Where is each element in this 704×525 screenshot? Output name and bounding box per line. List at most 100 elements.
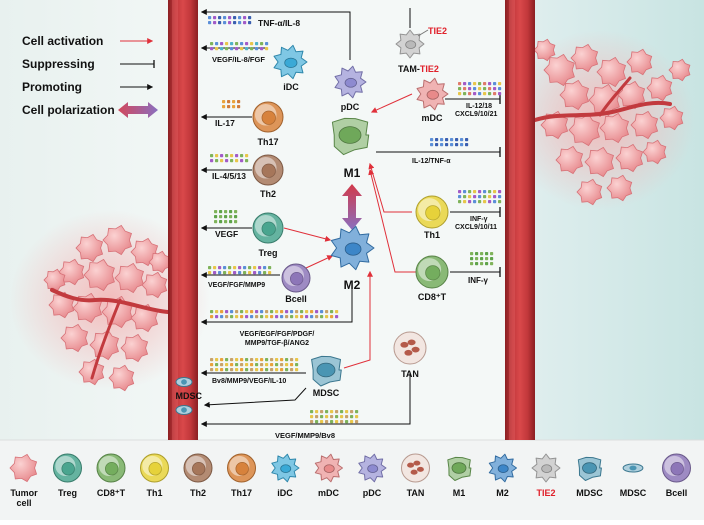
m1-cell-icon [331, 117, 370, 156]
cd8-factor-dots [470, 252, 494, 266]
vegf-factor-dots [214, 210, 238, 224]
tumor-cell-icon [102, 224, 132, 256]
legend-th2-label: Th2 [190, 488, 206, 498]
tumor-cell-icon [626, 48, 653, 76]
legend-mdsc-icon [577, 456, 602, 481]
il17-label: IL-17 [215, 118, 235, 128]
th2-cell-icon [252, 154, 284, 186]
th17-label: Th17 [257, 137, 278, 147]
th1-cell-icon [415, 195, 449, 229]
mdsc-label: MDSC [313, 388, 340, 398]
tumor-cell-icon [543, 53, 575, 87]
legend-suppressing-label: Suppressing [22, 57, 95, 71]
legend-mdc-icon [314, 453, 343, 483]
cd8-cell-icon [415, 255, 449, 289]
legend-tumor-icon [9, 453, 38, 483]
mdc-cell-icon [416, 77, 449, 111]
tumor-cell-icon [570, 43, 599, 73]
m1-m2-polarization-arrow-icon [342, 184, 362, 230]
legend-th17-label: Th17 [231, 488, 252, 498]
tumor-cell-icon [568, 113, 600, 147]
th17-cell-icon [252, 101, 284, 133]
tumor-cell-icon [141, 271, 168, 299]
inf-g-cd8-label: INF-γ [468, 276, 489, 285]
legend-th17-icon [227, 453, 256, 483]
vegf-label: VEGF [215, 229, 238, 239]
legend-tumor-label: Tumor [10, 488, 38, 498]
tan-factor-dots [310, 410, 359, 424]
bcell-cell-icon [281, 263, 311, 293]
tnf-il8-factor-dots [208, 16, 252, 25]
tumor-cell-icon [615, 143, 644, 173]
cxcl91011-label: CXCL9/10/11 [455, 224, 497, 231]
vegf-il8-fgf-label: VEGF/IL-8/FGF [212, 55, 265, 64]
tumor-cell-icon [148, 250, 171, 274]
tumor-cell-icon [606, 174, 633, 202]
blood-vessel-left [168, 0, 198, 440]
legend-th1-icon [140, 453, 169, 483]
legend-promoting-label: Promoting [22, 80, 82, 94]
mdsc-factor-dots [210, 358, 299, 372]
legend-mdsc-label: MDSC [576, 488, 603, 498]
mdc-factor-dots [458, 82, 502, 96]
il4513-factor-dots [210, 154, 249, 163]
legend-polarization-label: Cell polarization [22, 103, 115, 117]
legend-bcell-label: Bcell [666, 488, 688, 498]
idc-label: iDC [283, 82, 299, 92]
legend-tan-icon [401, 453, 430, 483]
legend-activation-label: Cell activation [22, 34, 103, 48]
factor-dot-groups [208, 16, 502, 424]
legend-pdc-icon [358, 453, 387, 483]
il12-tnf-factor-dots [430, 138, 469, 147]
tumor-cell-icon [83, 258, 115, 292]
tumor-cell-icon [646, 74, 673, 102]
legend-m2-icon [488, 453, 517, 483]
vegf-fgf-mmp9-factor-dots [208, 266, 272, 275]
legend-treg-label: Treg [58, 488, 77, 498]
tumor-cell-icon [659, 105, 684, 131]
cd8-label: CD8⁺T [418, 292, 447, 302]
cxcl91021-label: CXCL9/10/21 [455, 111, 498, 118]
treg-label: Treg [258, 248, 277, 258]
treg-cell-icon [252, 212, 284, 244]
tie2-receptor-label: TIE2 [428, 26, 447, 36]
vegf-il8-fgf-factor-dots [210, 42, 269, 51]
legend-tan-label: TAN [407, 488, 425, 498]
tumor-cell-icon [108, 364, 135, 392]
il12-tnf-label: IL-12/TNF-α [412, 158, 451, 165]
mdsc-factors-label: Bv8/MMP9/VEGF/IL-10 [212, 378, 286, 385]
th1-factor-dots [458, 190, 502, 204]
legend-treg-icon [53, 453, 82, 483]
m2-label: M2 [344, 278, 361, 292]
tumor-cell-icon [630, 110, 659, 140]
m2-cell-icon [330, 225, 375, 271]
mdsc-cell-icon [311, 355, 342, 387]
tan-factors-label: VEGF/MMP9/Bv8 [275, 431, 335, 440]
tam-label: TAM-TIE2 [398, 64, 439, 74]
tumor-cell-icon [120, 333, 149, 363]
tumor-cell-icon [559, 79, 589, 111]
tumor-cell-icon [576, 178, 603, 206]
polarization-double-arrow-icon [118, 102, 158, 118]
il1218-label: IL-12/18 [466, 103, 492, 110]
legend-tie2-label: TIE2 [536, 488, 555, 498]
tumor-cluster-left [10, 210, 210, 392]
legend-cd8-icon [96, 453, 126, 483]
tumor-cell-icon [43, 268, 66, 292]
tumor-cell-icon [75, 233, 104, 263]
il4513-label: IL-4/5/13 [212, 171, 246, 181]
pdc-label: pDC [341, 102, 360, 112]
legend-m1-label: M1 [453, 488, 466, 498]
tnf-il8-label: TNF-α/IL-8 [258, 18, 300, 28]
blood-vessel-right [505, 0, 535, 440]
bcell-label: Bcell [285, 294, 307, 304]
tam-tie2-cell-icon [395, 29, 425, 59]
tumor-cell-icon [668, 58, 691, 82]
legend-tie2-icon [531, 453, 561, 483]
m2-factor-dots [210, 310, 339, 319]
legend-bcell-icon [662, 453, 691, 483]
tumor-cell-icon [642, 139, 667, 165]
th2-label: Th2 [260, 189, 276, 199]
